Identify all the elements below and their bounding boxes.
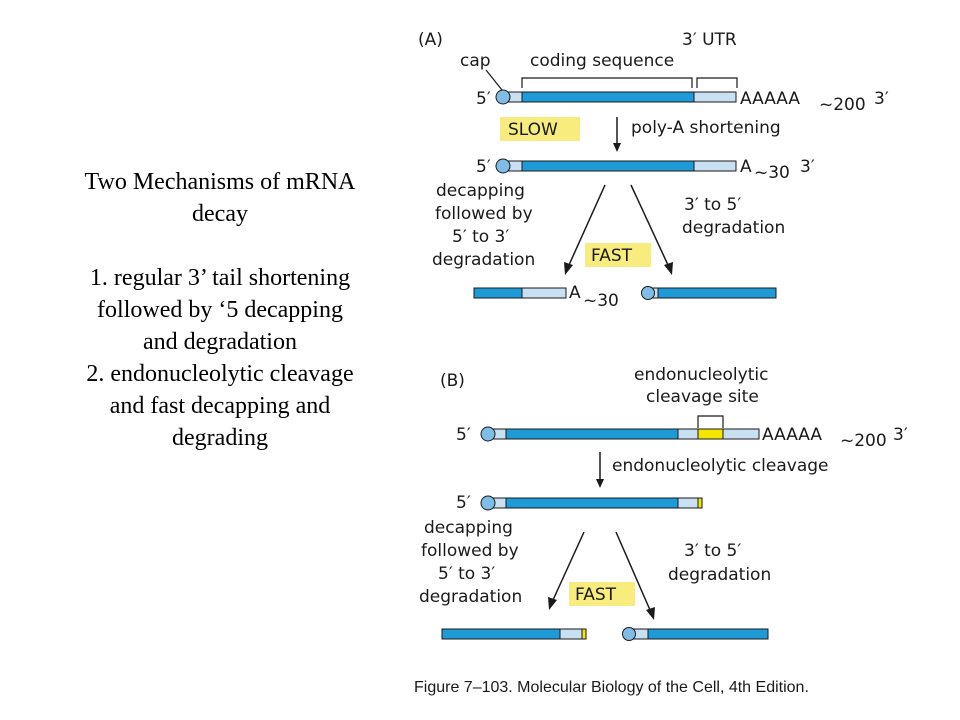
b-coding-region [505,428,679,440]
product-b-right-utr [633,628,649,640]
panel-b-five-prime-label: 5′ [456,425,471,445]
product-b-right-cap [622,627,636,641]
three-prime-utr-2 [693,160,737,172]
b-five-prime-label-2: 5′ [456,493,471,513]
cleavage-arrowhead [596,479,604,488]
b-fragment-utr [677,497,699,509]
product-a-left-coding [473,287,523,299]
five-prime-label: 5′ [476,89,491,109]
slide-body-line-6: degrading [172,425,268,451]
product-b-left-site [581,628,587,640]
cap-pointer-line [485,69,503,91]
b-three-prime-label: 3′ [893,425,908,445]
b-fragment-coding [505,497,679,509]
product-tail-length: ~30 [583,291,619,311]
poly-a-length: ~200 [819,95,866,115]
slow-badge [500,117,580,141]
slide-body-line-5: and fast decapping and [109,393,331,419]
b-poly-a-length: ~200 [840,431,887,451]
step1-arrowhead [613,143,621,152]
cap-circle [495,89,511,105]
slide-body-line-3: and degradation [143,329,297,355]
right-path-line-2: degradation [682,218,785,238]
short-tail-length: ~30 [754,163,790,183]
left-path-line-2: followed by [435,204,533,224]
three-prime-utr [693,91,737,103]
b-fragment-cap [480,495,496,511]
slide-body-line-1: 1. regular 3’ tail shortening [89,265,351,291]
fast-badge-b [569,582,635,606]
right-path-arrowhead [664,262,673,275]
figure-caption: Figure 7–103. Molecular Biology of the C… [414,679,809,696]
coding-sequence-label: coding sequence [530,51,674,71]
b-fragment-site-remnant [697,497,703,509]
product-a-right-coding [657,287,777,299]
b-right-path-arrow-line [615,531,651,611]
site-label-line-1: endonucleolytic [634,365,768,385]
fast-badge-b-text: FAST [575,585,617,605]
slide-body-line-2: followed by ‘5 decapping [97,297,343,323]
left-path-line-1: decapping [436,181,525,201]
left-path-arrow-line [568,184,606,266]
slide-title-line-2: decay [192,201,248,227]
b-left-path-line-1: decapping [424,518,513,538]
product-b-right-coding [647,628,769,640]
product-b-left-utr [559,628,583,640]
coding-region [521,91,695,103]
b-utr-after-site [722,428,760,440]
b-right-path-line-1: 3′ to 5′ [684,541,741,561]
right-path-line-1: 3′ to 5′ [684,195,741,215]
site-bracket [697,415,724,428]
utr-bracket [696,77,738,88]
slow-badge-text: SLOW [508,120,558,140]
short-tail: A [740,157,752,177]
cap-circle-2 [495,158,511,174]
left-path-arrowhead [564,262,573,275]
utr-label: 3′ UTR [682,30,737,50]
slide-text: Two Mechanisms of mRNA decay 1. regular … [28,166,412,454]
cleavage-site [697,428,724,440]
b-right-path-line-2: degradation [668,565,771,585]
coding-region-2 [521,160,695,172]
b-poly-a-tail: AAAAA [762,425,822,445]
product-tail: A [569,283,581,303]
site-label-line-2: cleavage site [646,387,759,407]
slide-title-line-1: Two Mechanisms of mRNA [84,169,356,195]
b-left-path-line-2: followed by [421,541,519,561]
three-prime-label: 3′ [874,89,889,109]
product-a-right-cap [641,286,655,300]
product-a-left-utr [521,287,567,299]
panel-a: (A) cap coding sequence 3′ UTR 5′ AAAAA … [418,30,889,311]
b-left-path-arrowhead [548,597,557,610]
cap-label: cap [460,51,491,71]
panel-a-label: (A) [418,30,443,50]
five-prime-label-2: 5′ [476,157,491,177]
cleavage-step-label: endonucleolytic cleavage [612,456,829,476]
three-prime-label-2: 3′ [800,157,815,177]
right-path-arrow-line [630,184,669,266]
fast-badge-a [585,243,651,267]
product-b-left-coding [441,628,561,640]
b-utr-before-site [677,428,699,440]
b-right-path-arrowhead [646,607,655,620]
panel-b-label: (B) [440,371,465,391]
fast-badge-a-text: FAST [591,246,633,266]
b-left-path-line-3: 5′ to 3′ [438,564,495,584]
b-left-path-arrow-line [552,531,585,601]
slide-body-line-4: 2. endonucleolytic cleavage [86,361,354,387]
b-cap-circle [480,426,496,442]
poly-a-tail: AAAAA [740,89,800,109]
b-left-path-line-4: degradation [419,587,522,607]
left-path-line-4: degradation [432,250,535,270]
coding-sequence-bracket [521,77,693,88]
left-path-line-3: 5′ to 3′ [452,227,509,247]
panel-b: (B) endonucleolytic cleavage site 5′ AAA… [419,365,908,641]
poly-a-shortening-label: poly-A shortening [631,118,781,138]
